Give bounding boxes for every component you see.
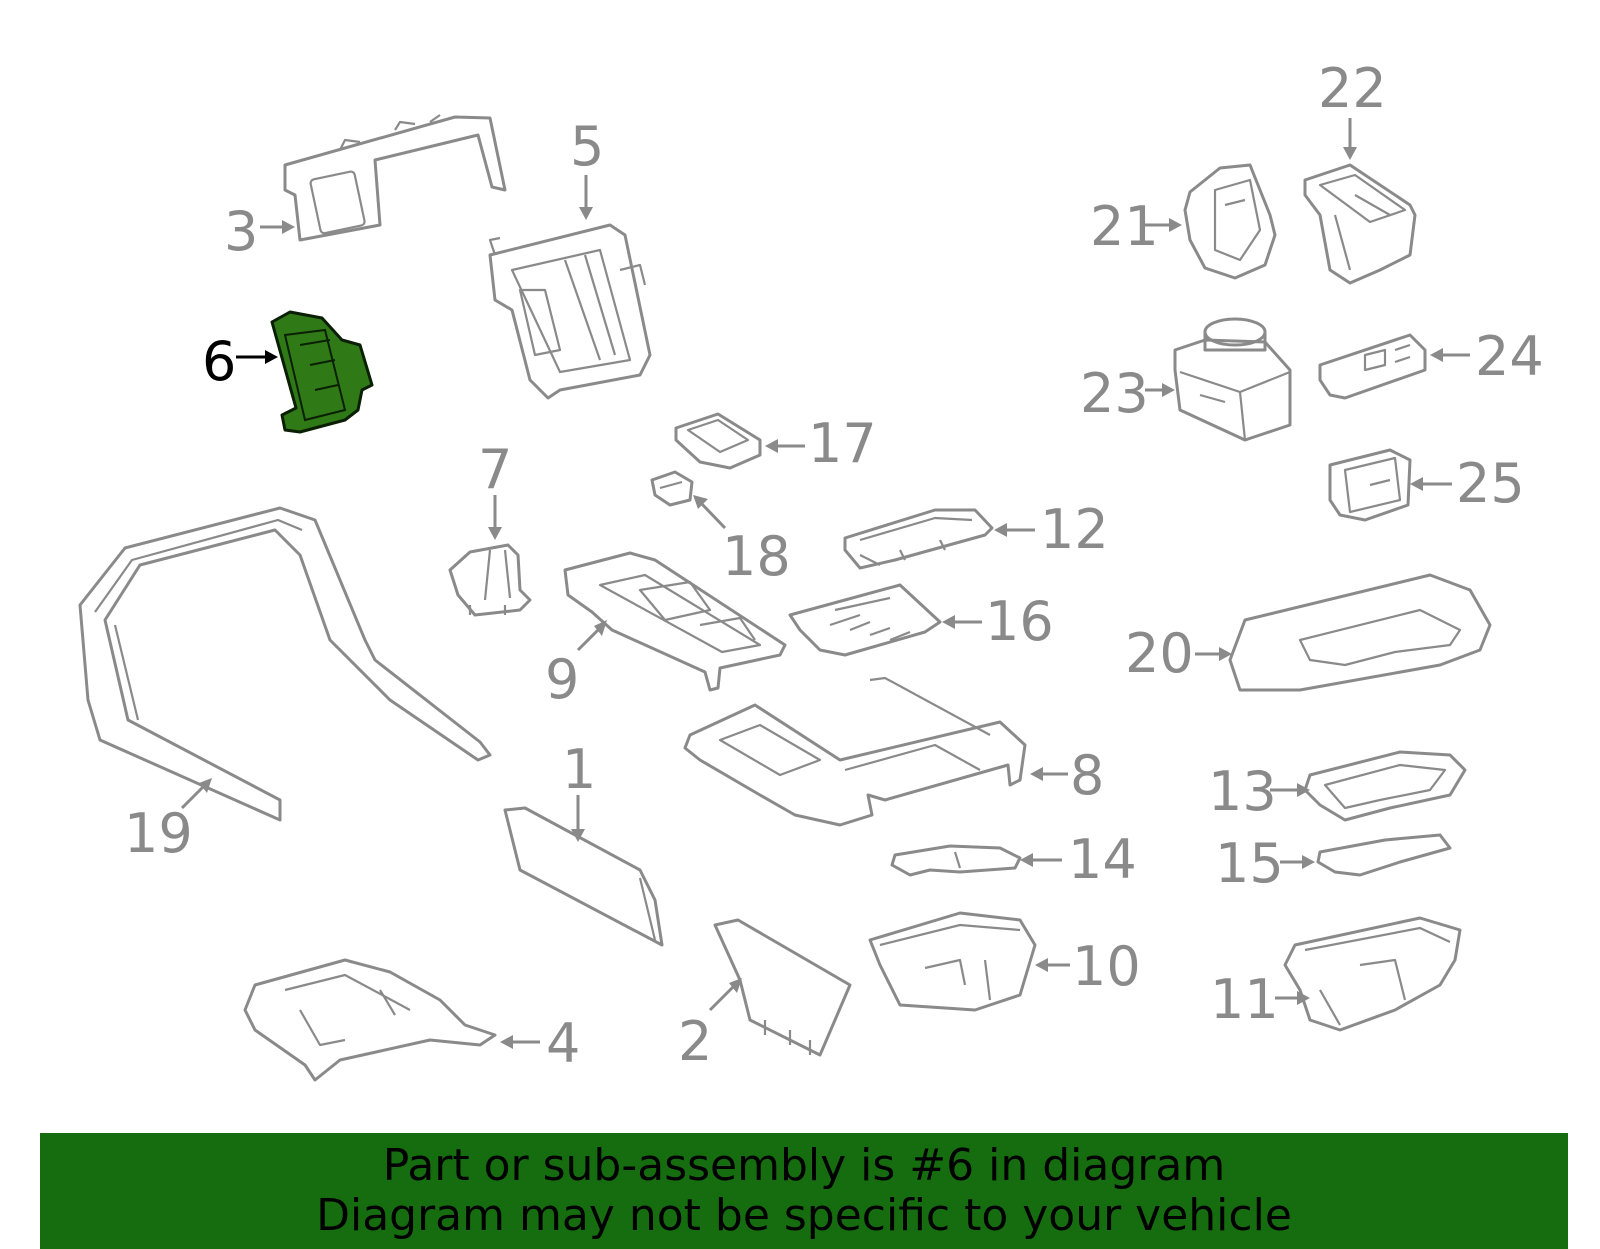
svg-text:19: 19 xyxy=(124,802,193,865)
callout-5: 5 xyxy=(570,115,604,220)
callout-8: 8 xyxy=(1030,744,1104,807)
callout-20: 20 xyxy=(1125,622,1232,685)
svg-text:23: 23 xyxy=(1080,362,1149,425)
callout-4: 4 xyxy=(500,1012,580,1075)
callout-16: 16 xyxy=(942,590,1054,653)
banner-line-1: Part or sub-assembly is #6 in diagram xyxy=(382,1140,1226,1191)
part-17-tray[interactable] xyxy=(674,412,762,470)
callout-13: 13 xyxy=(1208,760,1310,823)
callout-22: 22 xyxy=(1318,57,1387,160)
callout-21: 21 xyxy=(1090,195,1182,258)
svg-text:3: 3 xyxy=(224,200,258,263)
part-12-bezel[interactable] xyxy=(843,508,994,570)
callout-2: 2 xyxy=(678,978,742,1073)
callout-9: 9 xyxy=(545,620,607,711)
part-14-mat[interactable] xyxy=(890,844,1022,877)
part-1-pad[interactable] xyxy=(503,806,664,947)
svg-text:12: 12 xyxy=(1040,498,1109,561)
part-21-shift-knob[interactable] xyxy=(1183,163,1277,280)
callout-7: 7 xyxy=(478,438,512,540)
part-25-switch[interactable] xyxy=(1328,448,1412,522)
svg-text:6: 6 xyxy=(202,330,236,393)
callout-14: 14 xyxy=(1020,828,1137,891)
part-9-panel[interactable] xyxy=(563,551,787,692)
svg-text:7: 7 xyxy=(478,438,512,501)
callout-19: 19 xyxy=(124,778,212,865)
svg-text:10: 10 xyxy=(1072,935,1141,998)
part-7-boot[interactable] xyxy=(448,543,532,617)
part-3-bracket[interactable] xyxy=(283,114,507,242)
svg-text:16: 16 xyxy=(985,590,1054,653)
callout-25: 25 xyxy=(1410,452,1525,515)
svg-text:15: 15 xyxy=(1215,832,1284,895)
part-5-frame[interactable] xyxy=(488,223,652,400)
callout-6: 6 xyxy=(202,330,278,393)
part-19-trim[interactable] xyxy=(78,506,492,822)
svg-text:2: 2 xyxy=(678,1010,712,1073)
part-6-module-highlighted[interactable] xyxy=(270,310,374,434)
svg-text:22: 22 xyxy=(1318,57,1387,120)
info-banner: Part or sub-assembly is #6 in diagram Di… xyxy=(40,1133,1568,1249)
svg-text:4: 4 xyxy=(546,1012,580,1075)
part-11-cup-holder[interactable] xyxy=(1283,916,1462,1032)
part-24-switch-strip[interactable] xyxy=(1318,333,1427,400)
part-15-mat[interactable] xyxy=(1316,833,1452,877)
svg-text:24: 24 xyxy=(1475,325,1544,388)
callout-1: 1 xyxy=(562,738,596,842)
svg-text:13: 13 xyxy=(1208,760,1277,823)
callout-18: 18 xyxy=(693,495,791,588)
part-20-armrest[interactable] xyxy=(1228,573,1492,692)
svg-text:21: 21 xyxy=(1090,195,1159,258)
callout-24: 24 xyxy=(1430,325,1544,388)
svg-text:11: 11 xyxy=(1210,968,1279,1031)
banner-line-2: Diagram may not be specific to your vehi… xyxy=(316,1190,1292,1241)
svg-text:5: 5 xyxy=(570,115,604,178)
part-22-housing[interactable] xyxy=(1303,163,1417,285)
callout-15: 15 xyxy=(1215,832,1315,895)
callout-10: 10 xyxy=(1035,935,1141,998)
part-23-knob-module[interactable] xyxy=(1173,317,1292,442)
svg-text:1: 1 xyxy=(562,738,596,801)
part-8-console-base[interactable] xyxy=(683,676,1027,827)
callout-17: 17 xyxy=(765,412,877,475)
svg-text:18: 18 xyxy=(722,525,791,588)
callout-11: 11 xyxy=(1210,968,1310,1031)
part-4-lower-bracket[interactable] xyxy=(243,958,497,1082)
svg-text:17: 17 xyxy=(808,412,877,475)
callout-12: 12 xyxy=(994,498,1109,561)
callout-3: 3 xyxy=(224,200,295,263)
svg-text:14: 14 xyxy=(1068,828,1137,891)
part-18-clip[interactable] xyxy=(650,470,694,507)
part-16-grille[interactable] xyxy=(788,583,942,657)
svg-text:9: 9 xyxy=(545,648,579,711)
svg-text:8: 8 xyxy=(1070,744,1104,807)
parts-diagram: 3 6 5 7 17 xyxy=(78,57,1544,1082)
svg-text:20: 20 xyxy=(1125,622,1194,685)
part-10-bin[interactable] xyxy=(868,911,1037,1012)
callout-23: 23 xyxy=(1080,362,1175,425)
svg-text:25: 25 xyxy=(1456,452,1525,515)
part-13-bezel-trim[interactable] xyxy=(1303,750,1467,822)
